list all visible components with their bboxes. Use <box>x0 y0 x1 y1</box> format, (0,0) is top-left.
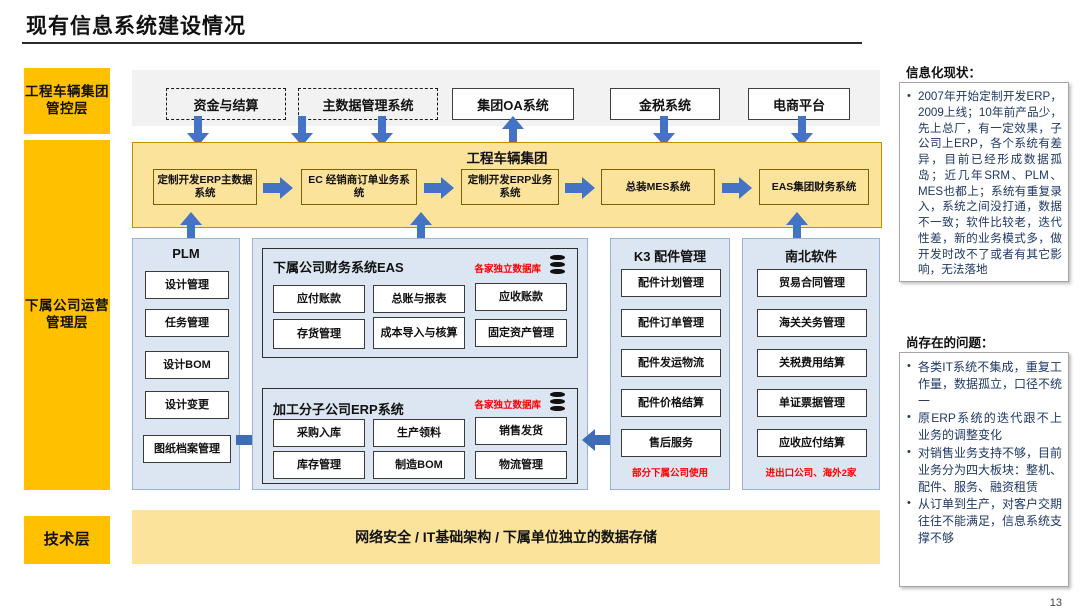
eas-item-accounts-payable[interactable]: 应付账款 <box>273 285 365 313</box>
erp-item-production-issue[interactable]: 生产领料 <box>373 419 465 447</box>
layer-label-subsidiary-ops: 下属公司运营管理层 <box>24 140 110 490</box>
tech-layer-bar: 网络安全 / IT基础架构 / 下属单位独立的数据存储 <box>132 510 880 564</box>
database-icon-erp <box>550 392 565 412</box>
plm-item-design-change[interactable]: 设计变更 <box>145 391 229 419</box>
nanbei-footnote: 进出口公司、海外2家 <box>765 468 857 479</box>
arrow-right-chain-2-icon <box>424 177 454 199</box>
group-system-mes[interactable]: 总装MES系统 <box>601 169 715 205</box>
plm-item-drawing-archive[interactable]: 图纸档案管理 <box>143 435 231 463</box>
sidebar-problems-box: 各类IT系统不集成，重复工作量，数据孤立，口径不统一 原ERP系统的迭代跟不上业… <box>899 352 1069 587</box>
column-k3-title: K3 配件管理 <box>633 249 707 264</box>
erp-item-logistics-mgmt[interactable]: 物流管理 <box>475 451 567 479</box>
arrow-up-plm-icon <box>180 212 202 242</box>
sidebar-status-box: 2007年开始定制开发ERP，2009上线；10年前产品少，先上总厂，有一定效果… <box>899 82 1069 282</box>
list-item: 各类IT系统不集成，重复工作量，数据孤立，口径不统一 <box>907 359 1062 409</box>
arrow-down-funds-icon <box>187 116 209 146</box>
nanbei-item-tariff-settle[interactable]: 关税费用结算 <box>757 349 867 377</box>
panel-erp-db-note: 各家独立数据库 <box>474 400 541 411</box>
panel-eas-title: 下属公司财务系统EAS <box>273 260 404 275</box>
page-title: 现有信息系统建设情况 <box>26 15 246 38</box>
layer-label-group-control: 工程车辆集团管控层 <box>24 68 110 134</box>
arrow-down-golden-tax-icon <box>653 116 675 146</box>
panel-eas: 下属公司财务系统EAS 各家独立数据库 应付账款 总账与报表 应收账款 存货管理… <box>262 248 578 358</box>
system-box-funds-settlement[interactable]: 资金与结算 <box>166 88 286 120</box>
erp-item-manufacturing-bom[interactable]: 制造BOM <box>373 451 465 479</box>
system-box-ecommerce[interactable]: 电商平台 <box>748 88 850 120</box>
group-band: 工程车辆集团 定制开发ERP主数据系统 EC 经销商订单业务系统 定制开发ERP… <box>132 142 882 228</box>
erp-item-sales-delivery[interactable]: 销售发货 <box>475 417 567 445</box>
arrow-up-group-oa-icon <box>502 116 524 146</box>
column-plm: PLM 设计管理 任务管理 设计BOM 设计变更 图纸档案管理 <box>132 238 240 490</box>
sidebar-status-list: 2007年开始定制开发ERP，2009上线；10年前产品少，先上总厂，有一定效果… <box>904 89 1062 278</box>
plm-item-task-mgmt[interactable]: 任务管理 <box>145 309 229 337</box>
eas-item-fixed-assets[interactable]: 固定资产管理 <box>475 319 567 347</box>
group-system-eas-finance[interactable]: EAS集团财务系统 <box>759 169 869 205</box>
plm-item-design-bom[interactable]: 设计BOM <box>145 351 229 379</box>
eas-item-inventory-mgmt[interactable]: 存货管理 <box>273 319 365 349</box>
nanbei-item-trade-contract[interactable]: 贸易合同管理 <box>757 269 867 297</box>
group-system-erp-masterdata[interactable]: 定制开发ERP主数据系统 <box>153 169 257 205</box>
k3-item-parts-order[interactable]: 配件订单管理 <box>621 309 721 337</box>
k3-item-parts-shipping[interactable]: 配件发运物流 <box>621 349 721 377</box>
column-nanbei: 南北软件 贸易合同管理 海关关务管理 关税费用结算 单证票据管理 应收应付结算 … <box>742 238 880 490</box>
nanbei-item-document-mgmt[interactable]: 单证票据管理 <box>757 389 867 417</box>
panel-erp-title: 加工分子公司ERP系统 <box>273 402 404 417</box>
erp-item-inventory-mgmt[interactable]: 库存管理 <box>273 451 365 479</box>
list-item: 原ERP系统的迭代跟不上业务的调整变化 <box>907 410 1062 444</box>
sidebar-problems-list: 各类IT系统不集成，重复工作量，数据孤立，口径不统一 原ERP系统的迭代跟不上业… <box>904 359 1062 547</box>
group-system-erp-business[interactable]: 定制开发ERP业务系统 <box>461 169 559 205</box>
sidebar-problems-heading: 尚存在的问题： <box>906 336 994 350</box>
page-number: 13 <box>1049 597 1062 609</box>
system-box-master-data[interactable]: 主数据管理系统 <box>298 88 438 120</box>
arrow-right-chain-1-icon <box>263 177 293 199</box>
title-divider <box>22 42 862 44</box>
sidebar-status-heading: 信息化现状： <box>906 66 982 80</box>
arrow-down-ecommerce-icon <box>791 116 813 146</box>
arrow-down-masterdata-left-icon <box>291 116 313 146</box>
nanbei-item-customs-mgmt[interactable]: 海关关务管理 <box>757 309 867 337</box>
k3-item-parts-pricing[interactable]: 配件价格结算 <box>621 389 721 417</box>
k3-item-parts-plan[interactable]: 配件计划管理 <box>621 269 721 297</box>
arrow-right-chain-4-icon <box>722 177 752 199</box>
list-item: 对销售业务支持不够，目前业务分为四大板块：整机、配件、服务、融资租赁 <box>907 445 1062 495</box>
column-k3: K3 配件管理 配件计划管理 配件订单管理 配件发运物流 配件价格结算 售后服务… <box>610 238 730 490</box>
plm-item-design-mgmt[interactable]: 设计管理 <box>145 271 229 299</box>
k3-footnote: 部分下属公司使用 <box>631 468 708 479</box>
column-nanbei-title: 南北软件 <box>784 249 837 264</box>
arrow-left-k3-to-erp-icon <box>582 429 612 451</box>
layer-label-technology: 技术层 <box>24 516 110 564</box>
list-item: 从订单到生产，对客户交期往往不能满足，信息系统支撑不够 <box>907 496 1062 546</box>
panel-eas-db-note: 各家独立数据库 <box>474 264 541 275</box>
group-system-ec-dealer-order[interactable]: EC 经销商订单业务系统 <box>301 169 417 205</box>
eas-item-accounts-receivable[interactable]: 应收账款 <box>475 283 567 311</box>
group-band-title: 工程车辆集团 <box>466 151 548 166</box>
eas-item-gl-reports[interactable]: 总账与报表 <box>373 285 465 313</box>
arrow-up-nanbei-icon <box>786 212 808 242</box>
arrow-right-chain-3-icon <box>565 177 595 199</box>
nanbei-item-ar-ap-settle[interactable]: 应收应付结算 <box>757 429 867 457</box>
arrow-down-masterdata-right-icon <box>371 116 393 146</box>
eas-item-cost-import[interactable]: 成本导入与核算 <box>373 317 465 349</box>
erp-item-purchase-receipt[interactable]: 采购入库 <box>273 419 365 447</box>
arrow-up-middle-icon <box>410 212 432 242</box>
column-plm-title: PLM <box>172 246 200 261</box>
panel-erp: 加工分子公司ERP系统 各家独立数据库 采购入库 生产领料 销售发货 库存管理 … <box>262 388 578 484</box>
list-item: 2007年开始定制开发ERP，2009上线；10年前产品少，先上总厂，有一定效果… <box>907 89 1062 278</box>
k3-item-after-sales[interactable]: 售后服务 <box>621 429 721 457</box>
system-box-group-oa[interactable]: 集团OA系统 <box>452 88 574 120</box>
database-icon-eas <box>550 255 565 275</box>
